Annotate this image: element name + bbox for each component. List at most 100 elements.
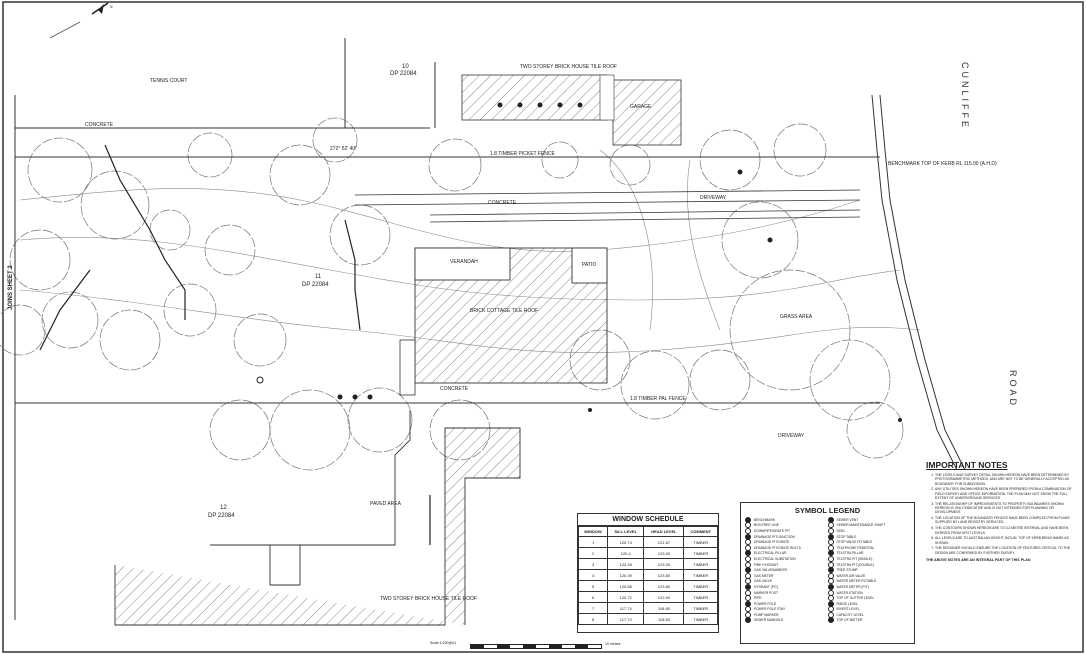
legend-item: FIRE HYDRANT — [745, 561, 828, 568]
window-cell: TIMBER — [683, 558, 718, 570]
window-cell: 123.00 — [643, 558, 685, 570]
scale-graphic — [470, 644, 602, 649]
label-concrete-2: CONCRETE — [488, 200, 517, 206]
lot10-dp: DP 22084 — [390, 71, 417, 77]
label-patio: PATIO — [582, 262, 596, 268]
legend-label: PIPE — [754, 596, 762, 601]
legend-item: GAS METER — [745, 572, 828, 579]
legend-item: DRAINAGE PIT/GRATE — [745, 539, 828, 546]
legend-label: WATER AIR VALVE — [836, 573, 866, 578]
legend-label: BOX/TREE LINE — [754, 523, 779, 528]
window-cell: 117.74 — [607, 602, 645, 614]
legend-item: SEWER MANHOLE — [745, 617, 828, 624]
legend-item: SIGN — [827, 527, 911, 534]
note-item: ALL LEVELS ARE TO AUSTRALIAN HEIGHT DATU… — [935, 536, 1078, 545]
window-cell: TIMBER — [683, 602, 718, 614]
legend-item: WATER METER (PIT) — [827, 583, 911, 590]
scale-bar: Scale 1:200@A1 10 metres — [430, 640, 650, 652]
legend-symbol-icon — [827, 600, 834, 607]
window-number: 3 — [577, 558, 609, 570]
legend-item: ELECTRICAL SUBSTATION — [745, 555, 828, 562]
patio — [571, 247, 608, 284]
label-concrete-1: CONCRETE — [85, 122, 114, 128]
legend-symbol-icon — [827, 583, 834, 590]
window-cell: TIMBER — [683, 569, 718, 581]
window-cell: TIMBER — [683, 536, 718, 548]
legend-label: SEWER VENT — [836, 517, 859, 522]
legend-symbol-icon — [827, 527, 834, 534]
legend-symbol-icon — [745, 522, 751, 529]
legend-symbol-icon — [745, 600, 751, 607]
legend-label: WATER METER (PIT) — [836, 584, 869, 589]
window-schedule-header: HEAD LEVEL — [643, 526, 685, 537]
legend-item: INVERT LEVEL — [827, 606, 911, 613]
legend-item: TELSTRA PIT (DOUBLE) — [827, 561, 911, 568]
scale-units: 10 metres — [605, 642, 621, 646]
window-number: 2 — [577, 547, 609, 559]
legend-symbol-icon — [827, 589, 834, 596]
road-name-road: ROAD — [1008, 370, 1018, 408]
legend-symbol-icon — [827, 539, 834, 546]
lot12-dp: DP 22084 — [208, 513, 235, 519]
legend-item: MARKER POST — [745, 589, 828, 596]
legend-item: WATER STATION — [827, 589, 911, 596]
legend-label: DRAINAGE PIT/JUNCTION — [754, 534, 795, 539]
legend-symbol-icon — [745, 544, 751, 551]
legend-item: SEWER VENT — [827, 516, 911, 523]
legend-symbol-icon — [827, 555, 834, 562]
label-driveway-1: DRIVEWAY — [700, 195, 727, 201]
legend-symbol-icon — [745, 567, 751, 574]
window-cell: 118.85 — [643, 602, 685, 614]
north-arrow-icon: N — [49, 2, 113, 39]
legend-item: PIPE — [745, 595, 828, 602]
window-number: 1 — [577, 536, 609, 548]
window-cell: TIMBER — [683, 591, 718, 603]
legend-label: SEWER MANHOLE — [754, 618, 784, 623]
legend-label: GAS VALVE — [754, 579, 773, 584]
legend-label: STOP VALVE POTABLE — [836, 540, 873, 545]
window-schedule-header: WINDOW — [577, 526, 609, 537]
window-cell: 117.73 — [607, 613, 645, 625]
legend-label: DRAINAGE PIT/GRATE BOLTS — [754, 545, 801, 550]
legend-label: TOP OF GUTTER LEVEL — [836, 596, 875, 601]
legend-label: FIRE HYDRANT — [754, 562, 779, 567]
legend-label: INVERT LEVEL — [836, 607, 860, 612]
window-schedule-header: COMMENT — [683, 526, 718, 537]
legend-symbol-icon — [827, 572, 834, 579]
notes-footer: THE ABOVE NOTES ARE AN INTEGRAL PART OF … — [926, 558, 1031, 563]
label-garage: GARAGE — [630, 104, 652, 110]
legend-label: DRAINAGE PIT/GRATE — [754, 540, 790, 545]
window-number: 5 — [577, 580, 609, 592]
label-tennis-court: TENNIS COURT — [150, 78, 187, 84]
legend-symbol-icon — [827, 516, 834, 523]
legend-item: RIDGE LEVEL — [827, 600, 911, 607]
note-item: THE RELATIONSHIP OF IMPROVEMENTS TO PROP… — [935, 502, 1078, 515]
window-cell: 123.80 — [643, 580, 685, 592]
window-cell: 123.80 — [643, 569, 685, 581]
legend-label: POWER POLE — [754, 601, 777, 606]
legend-item: TELEPHONE PEDESTAL — [827, 544, 911, 551]
legend-symbol-icon — [745, 589, 751, 596]
legend-label: TELEPHONE PEDESTAL — [836, 545, 875, 550]
legend-symbol-icon — [827, 578, 834, 585]
legend-symbol-icon — [745, 539, 751, 546]
survey-markers — [256, 102, 902, 422]
legend-item: SEWER MAINTENANCE SHAFT — [827, 522, 911, 529]
legend-label: STOP TABLE — [836, 534, 857, 539]
legend-symbol-icon — [827, 611, 834, 618]
label-fence-north: 1.8 TIMBER PICKET FENCE — [490, 151, 555, 157]
legend-symbol-icon — [745, 555, 751, 562]
important-notes-title: IMPORTANT NOTES — [926, 460, 1008, 470]
legend-symbol-icon — [827, 595, 834, 602]
legend-symbol-icon — [745, 572, 751, 579]
